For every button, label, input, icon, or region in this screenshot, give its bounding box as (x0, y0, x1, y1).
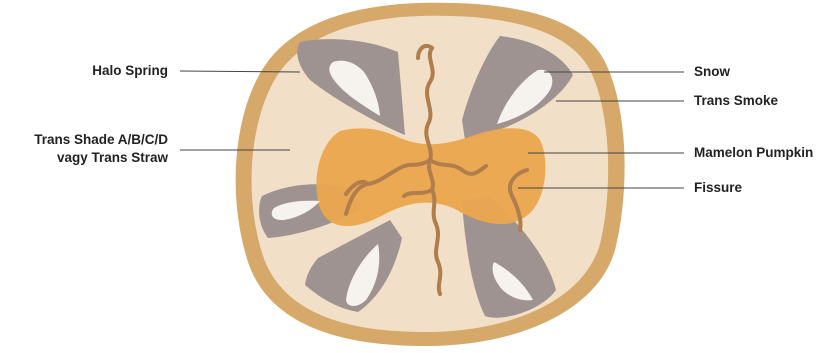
label-halo-spring: Halo Spring (92, 62, 168, 80)
label-snow: Snow (694, 63, 730, 81)
label-fissure: Fissure (694, 179, 742, 197)
label-trans-smoke: Trans Smoke (694, 92, 778, 110)
label-trans-shade-line2: vagy Trans Straw (34, 149, 168, 167)
label-trans-shade-line1: Trans Shade A/B/C/D (34, 131, 168, 149)
label-trans-shade: Trans Shade A/B/C/D vagy Trans Straw (34, 131, 168, 167)
label-mamelon-pumpkin: Mamelon Pumpkin (694, 144, 813, 162)
